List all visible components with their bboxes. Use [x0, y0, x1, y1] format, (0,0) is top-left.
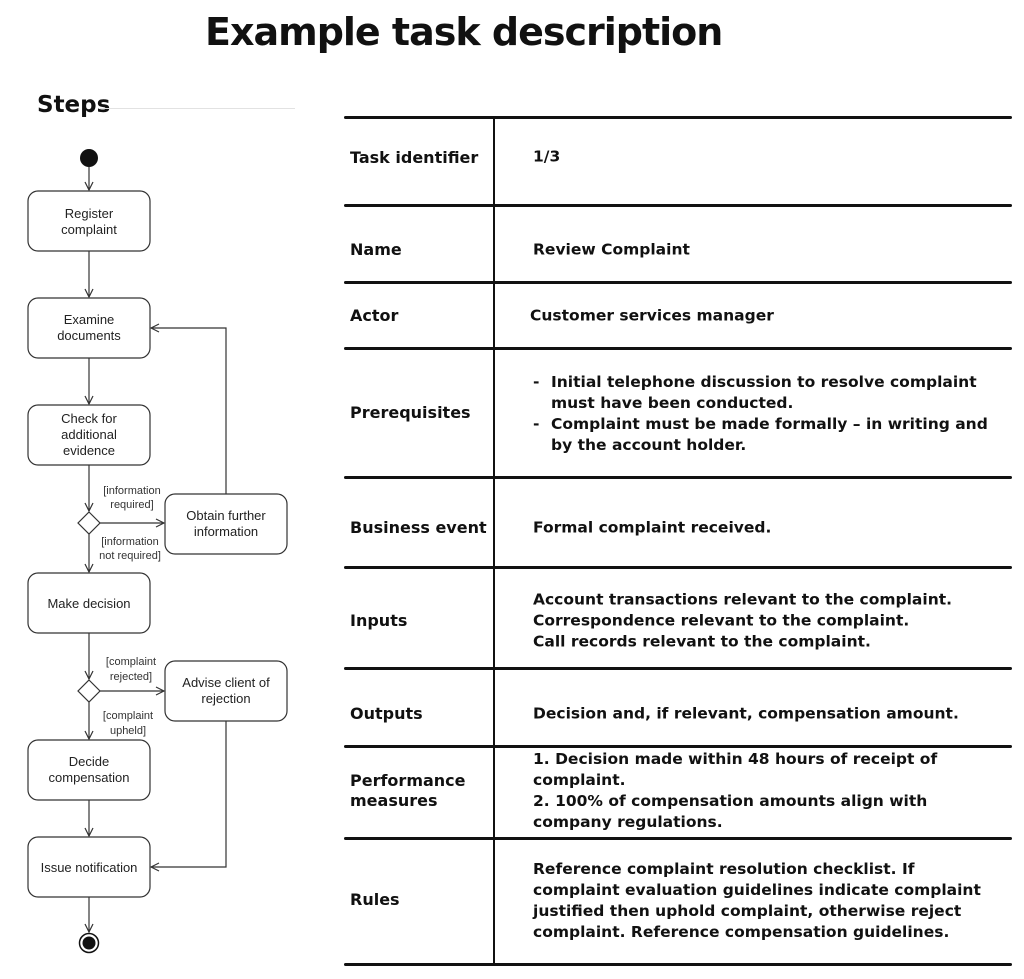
node-label: rejection: [201, 691, 250, 706]
svg-text:Check for: Check for: [61, 411, 117, 426]
svg-text:additional: additional: [61, 427, 117, 442]
input-line: Account transactions relevant to the com…: [533, 590, 953, 609]
guard-label: not required]: [99, 550, 161, 562]
svg-text:[complaint: [complaint: [103, 710, 153, 722]
node-label: information: [194, 524, 258, 539]
svg-text:complaint: complaint: [61, 222, 117, 237]
input-line: Correspondence relevant to the complaint…: [533, 611, 910, 630]
row-label-inputs: Inputs: [350, 611, 408, 630]
guard-label: [information: [103, 485, 160, 497]
loop-back-arrow: [151, 328, 227, 494]
row-value-inputs: Account transactions relevant to the com…: [533, 590, 1003, 653]
node-label: Obtain further: [186, 508, 266, 523]
table-rule: [344, 116, 1012, 119]
guard-label: [complaint: [103, 710, 153, 722]
table-rule: [344, 963, 1012, 966]
svg-text:[information: [information: [101, 536, 158, 548]
flow-arrow: [151, 721, 227, 867]
prerequisite-item: Initial telephone discussion to resolve …: [533, 372, 993, 414]
guard-label: rejected]: [110, 671, 152, 683]
prerequisite-item: Complaint must be made formally – in wri…: [533, 414, 993, 456]
table-rule: [344, 281, 1012, 284]
svg-text:Obtain further: Obtain further: [186, 508, 266, 523]
guard-label: [information: [101, 536, 158, 548]
svg-text:[complaint: [complaint: [106, 656, 156, 668]
row-value-task-identifier: 1/3: [533, 147, 561, 166]
svg-text:required]: required]: [110, 499, 153, 511]
steps-heading-rule: [100, 108, 295, 109]
node-label: Decide: [69, 754, 109, 769]
row-label-prerequisites: Prerequisites: [350, 403, 471, 422]
table-rule: [344, 667, 1012, 670]
start-node: [80, 149, 98, 167]
node-label: Check for: [61, 411, 117, 426]
measure-line: 1. Decision made within 48 hours of rece…: [533, 750, 938, 789]
node-label: additional: [61, 427, 117, 442]
node-label: evidence: [63, 443, 115, 458]
node-label: Advise client of: [182, 675, 270, 690]
input-line: Call records relevant to the complaint.: [533, 632, 871, 651]
row-label-outputs: Outputs: [350, 704, 423, 723]
row-label-name: Name: [350, 240, 402, 259]
row-value-actor: Customer services manager: [530, 306, 774, 325]
row-label-business-event: Business event: [350, 518, 487, 537]
svg-text:Examine: Examine: [64, 312, 115, 327]
svg-text:Decide: Decide: [69, 754, 109, 769]
svg-text:documents: documents: [57, 328, 121, 343]
table-rule: [344, 745, 1012, 748]
svg-text:rejection: rejection: [201, 691, 250, 706]
table-rule: [344, 476, 1012, 479]
table-rule: [344, 837, 1012, 840]
svg-text:[information: [information: [103, 485, 160, 497]
svg-text:Register: Register: [65, 206, 114, 221]
steps-heading: Steps: [37, 92, 111, 118]
table-rule: [344, 566, 1012, 569]
svg-text:rejected]: rejected]: [110, 671, 152, 683]
measure-line: 2. 100% of compensation amounts align wi…: [533, 792, 928, 831]
table-rule: [344, 204, 1012, 207]
end-node-core: [82, 936, 96, 950]
guard-label: upheld]: [110, 725, 146, 737]
row-value-prerequisites: Initial telephone discussion to resolve …: [533, 372, 993, 456]
svg-text:upheld]: upheld]: [110, 725, 146, 737]
guard-label: [complaint: [106, 656, 156, 668]
svg-text:information: information: [194, 524, 258, 539]
activity-diagram: Register complaint Examine documents Che…: [27, 149, 288, 954]
row-value-business-event: Formal complaint received.: [533, 518, 772, 537]
row-value-rules: Reference complaint resolution checklist…: [533, 860, 981, 941]
node-label: documents: [57, 328, 121, 343]
row-label-actor: Actor: [350, 306, 399, 325]
row-value-outputs: Decision and, if relevant, compensation …: [533, 704, 959, 723]
row-label-performance-measures: Performance measures: [350, 771, 466, 810]
svg-text:Make decision: Make decision: [47, 596, 130, 611]
guard-label: required]: [110, 499, 153, 511]
node-label: Make decision: [47, 596, 130, 611]
node-label: complaint: [61, 222, 117, 237]
svg-text:Advise client of: Advise client of: [182, 675, 270, 690]
svg-text:not required]: not required]: [99, 550, 161, 562]
svg-text:evidence: evidence: [63, 443, 115, 458]
table-column-divider: [493, 118, 495, 965]
table-rule: [344, 347, 1012, 350]
svg-text:compensation: compensation: [49, 770, 130, 785]
row-label-task-identifier: Task identifier: [350, 148, 479, 167]
node-label: Issue notification: [41, 860, 138, 875]
row-value-performance-measures: 1. Decision made within 48 hours of rece…: [533, 749, 1003, 833]
page-title: Example task description: [205, 10, 723, 54]
row-value-name: Review Complaint: [533, 240, 690, 259]
node-label: Register: [65, 206, 114, 221]
svg-text:Issue notification: Issue notification: [41, 860, 138, 875]
row-label-rules: Rules: [350, 890, 400, 909]
node-label: Examine: [64, 312, 115, 327]
node-label: compensation: [49, 770, 130, 785]
